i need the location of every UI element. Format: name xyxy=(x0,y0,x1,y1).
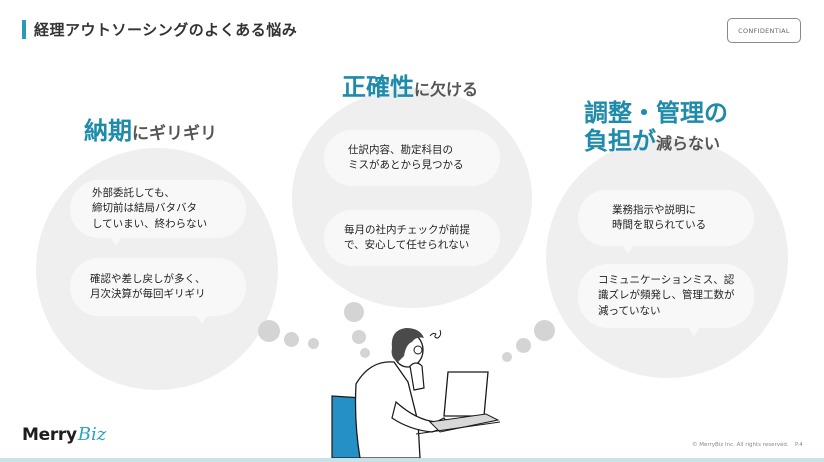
thought-dot xyxy=(284,332,299,347)
bubble-tail xyxy=(196,315,208,324)
thought-dot xyxy=(360,348,370,358)
section-2-heading: 正確性に欠ける xyxy=(342,73,479,102)
thought-dot xyxy=(352,330,366,344)
section-1-bubble-2: 確認や差し戻しが多く、 月次決算が毎回ギリギリ xyxy=(70,258,246,324)
page-number: P.4 xyxy=(795,442,803,448)
thought-dot xyxy=(534,320,555,341)
logo-biz-text: Biz xyxy=(77,424,107,445)
worried-man-illustration xyxy=(331,328,500,458)
bubble-tail xyxy=(110,237,122,246)
thought-dot xyxy=(502,352,512,362)
section-3-heading: 調整・管理の 負担が減らない xyxy=(584,99,728,155)
section-1-bubble-1: 外部委託しても、 締切前は結局バタバタ していまい、終わらない xyxy=(70,180,246,246)
thought-dot xyxy=(516,338,531,353)
logo-merry-text: Merry xyxy=(22,425,77,445)
section-3-circle xyxy=(546,138,788,378)
title-accent-bar xyxy=(22,20,26,39)
section-2-circle xyxy=(292,88,532,308)
thought-dot xyxy=(258,320,280,342)
section-3-heading-accent: 負担が xyxy=(584,126,656,155)
section-2-bubble-2: 毎月の社内チェックが前提 で、安心して任せられない xyxy=(324,210,500,266)
thought-dot xyxy=(308,338,319,349)
bubble-text: 業務指示や説明に 時間を取られている xyxy=(612,203,707,231)
bubble-text: 毎月の社内チェックが前提 で、安心して任せられない xyxy=(344,223,470,251)
copyright-text: © MerryBiz Inc. All rights reserved. xyxy=(692,442,789,448)
merrybiz-logo: Merry Biz xyxy=(22,424,106,445)
bubble-tail xyxy=(688,327,700,336)
section-1-heading-accent: 納期 xyxy=(84,117,132,145)
section-3-heading-rest: 減らない xyxy=(656,133,721,153)
page-title-text: 経理アウトソーシングのよくある悩み xyxy=(34,21,298,39)
confidential-badge: CONFIDENTIAL xyxy=(727,18,801,43)
section-1-heading: 納期にギリギリ xyxy=(84,117,217,146)
bubble-text: 確認や差し戻しが多く、 月次決算が毎回ギリギリ xyxy=(90,272,206,300)
thought-dot xyxy=(344,302,364,322)
footer-bar xyxy=(0,458,824,462)
bubble-tail xyxy=(622,245,634,254)
bubble-text: 外部委託しても、 締切前は結局バタバタ していまい、終わらない xyxy=(92,187,208,230)
section-3-heading-line1: 調整・管理の xyxy=(584,99,728,127)
section-2-heading-accent: 正確性 xyxy=(342,73,414,101)
section-2-bubble-1: 仕訳内容、勘定科目の ミスがあとから見つかる xyxy=(324,130,500,186)
bubble-text: コミュニケーションミス、認 識ズレが頻発し、管理工数が 減っていない xyxy=(598,274,735,317)
bubble-text: 仕訳内容、勘定科目の ミスがあとから見つかる xyxy=(348,143,464,171)
section-3-bubble-2: コミュニケーションミス、認 識ズレが頻発し、管理工数が 減っていない xyxy=(578,264,754,336)
section-2-heading-rest: に欠ける xyxy=(414,80,479,99)
page-title: 経理アウトソーシングのよくある悩み xyxy=(22,20,297,39)
section-1-heading-rest: にギリギリ xyxy=(132,124,217,144)
section-3-bubble-1: 業務指示や説明に 時間を取られている xyxy=(578,190,754,254)
